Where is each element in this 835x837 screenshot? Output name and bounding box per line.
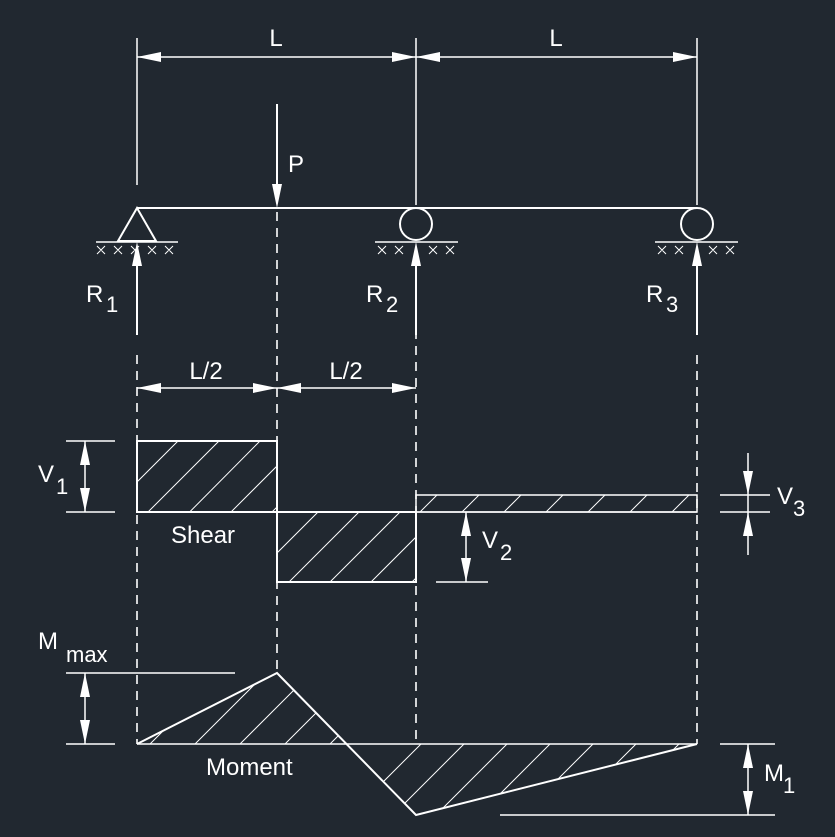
r1-base: R bbox=[86, 281, 103, 308]
v1-base: V bbox=[38, 461, 54, 488]
shear-block-v2 bbox=[276, 511, 417, 583]
half2-label: L/2 bbox=[329, 358, 362, 385]
shear-caption: Shear bbox=[171, 522, 235, 549]
mmax-base: M bbox=[38, 628, 58, 655]
moment-caption: Moment bbox=[206, 754, 293, 781]
v2-base: V bbox=[482, 527, 498, 554]
half1-label: L/2 bbox=[189, 358, 222, 385]
roller-support-right bbox=[655, 207, 738, 255]
shear-hatch-v2 bbox=[277, 512, 416, 582]
span1-label: L bbox=[269, 25, 282, 52]
v3-sub: 3 bbox=[793, 496, 805, 521]
roller-support-middle bbox=[375, 207, 458, 255]
shear-block-v3 bbox=[415, 494, 698, 513]
shear-block-v1 bbox=[136, 440, 278, 513]
r2-base: R bbox=[366, 281, 383, 308]
reaction-r2: R 2 bbox=[366, 242, 421, 335]
reaction-r3: R 3 bbox=[646, 242, 702, 335]
span2-label: L bbox=[549, 25, 562, 52]
m1-base: M bbox=[764, 760, 784, 787]
r2-sub: 2 bbox=[386, 292, 398, 317]
load-label: P bbox=[288, 151, 304, 178]
m1-sub: 1 bbox=[783, 773, 795, 798]
moment-diagram: Moment M max M 1 bbox=[38, 628, 795, 817]
v2-sub: 2 bbox=[500, 540, 512, 565]
shear-diagram: Shear V 1 V 2 V 3 bbox=[38, 440, 805, 583]
half-span-dimension: L/2 L/2 bbox=[137, 358, 416, 393]
r3-sub: 3 bbox=[666, 292, 678, 317]
pin-support bbox=[96, 205, 178, 255]
v3-base: V bbox=[777, 483, 793, 510]
span-dimension-top: L L bbox=[136, 25, 698, 205]
r1-sub: 1 bbox=[106, 292, 118, 317]
shear-hatch-v3 bbox=[419, 495, 690, 512]
point-load: P bbox=[272, 104, 304, 208]
mmax-sub: max bbox=[66, 642, 108, 667]
r3-base: R bbox=[646, 281, 663, 308]
v1-sub: 1 bbox=[56, 474, 68, 499]
shear-hatch-v1 bbox=[137, 441, 277, 512]
moment-curve bbox=[136, 671, 698, 817]
reaction-r1: R 1 bbox=[86, 242, 142, 335]
